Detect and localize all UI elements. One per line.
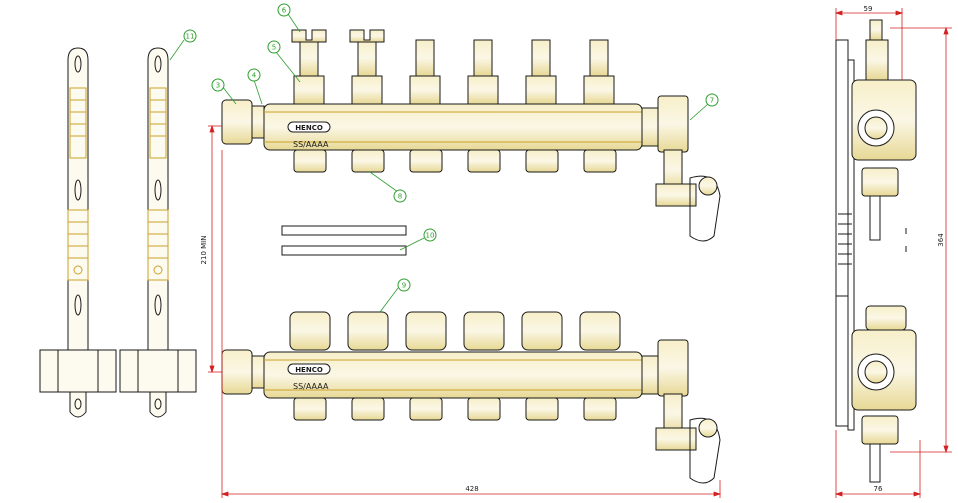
callout-8: 8 xyxy=(398,193,402,201)
return-manifold: HENCO SS/AAAA xyxy=(221,311,721,484)
callout-11: 11 xyxy=(186,33,195,41)
callout-4: 4 xyxy=(252,72,257,80)
dimension-labels: 428 210 MIN 59 364 76 xyxy=(200,5,945,493)
model-label-top: SS/AAAA xyxy=(293,140,329,149)
top-valve-row xyxy=(293,39,615,105)
callout-6: 6 xyxy=(282,7,287,15)
callout-9: 9 xyxy=(402,282,406,290)
bottom-cap-row xyxy=(289,311,621,351)
bracket-front-view xyxy=(39,47,117,418)
pipe-strips xyxy=(281,225,407,256)
dim-side-height: 364 xyxy=(937,233,945,247)
brand-logo-bottom: HENCO xyxy=(295,366,323,374)
callout-7: 7 xyxy=(710,97,714,105)
bottom-outlet-row xyxy=(293,397,617,421)
dim-bottom-width: 76 xyxy=(874,485,883,493)
side-view xyxy=(835,19,917,483)
supply-manifold: HENCO SS/AAAA xyxy=(221,29,721,242)
dim-min-spacing: 210 MIN xyxy=(200,236,208,265)
callout-numbers: 3 4 5 6 7 8 9 10 xyxy=(216,7,714,290)
callout-5: 5 xyxy=(272,44,276,52)
brand-logo-top: HENCO xyxy=(295,124,323,132)
dim-top-width: 59 xyxy=(864,5,873,13)
callout-bubbles xyxy=(183,3,719,292)
bracket-side-view xyxy=(119,47,197,418)
callout-3: 3 xyxy=(216,82,220,90)
callout-10: 10 xyxy=(426,232,435,240)
model-label-bottom: SS/AAAA xyxy=(293,382,329,391)
top-outlet-row xyxy=(293,149,617,173)
dimension-lines xyxy=(208,8,952,498)
callout-leaders xyxy=(169,13,709,313)
dim-overall-length: 428 xyxy=(465,485,478,493)
